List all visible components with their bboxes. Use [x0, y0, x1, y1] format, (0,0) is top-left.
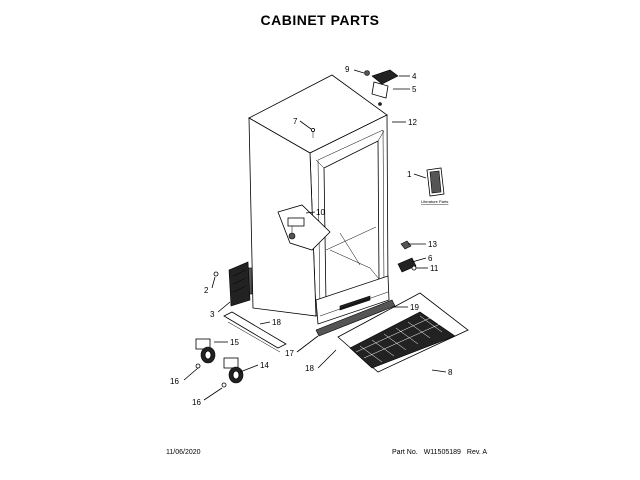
literature-parts: Literature Parts: [421, 167, 448, 204]
callout-17: 17: [285, 349, 294, 358]
callout-13: 13: [428, 240, 437, 249]
callout-16-upper: 16: [170, 377, 179, 386]
screw-7: [310, 127, 315, 138]
callout-8: 8: [448, 368, 453, 377]
footer-revision: Rev. A: [466, 449, 488, 456]
caster-14: [221, 357, 244, 388]
callout-3: 3: [210, 310, 215, 319]
caster-15: [195, 338, 216, 369]
callout-19: 18: [272, 318, 281, 327]
callout-14: 14: [260, 361, 269, 370]
page-title: CABINET PARTS: [260, 12, 380, 28]
footer-part-label: Part No.: [392, 449, 418, 456]
hardware-right: [397, 240, 417, 273]
callout-20: 19: [410, 303, 419, 312]
callout-4: 4: [412, 72, 417, 81]
leader-lines: [183, 69, 447, 401]
callout-7: 7: [293, 117, 298, 126]
footer-part-number: W11505189: [423, 449, 461, 456]
callout-11: 11: [430, 264, 439, 273]
footer-date: 11/06/2020: [166, 449, 201, 456]
callout-12: 12: [408, 118, 417, 127]
callout-16-lower: 16: [192, 398, 201, 407]
left-hardware: [213, 261, 251, 307]
top-hinge: [364, 69, 399, 106]
callout-9: 9: [345, 65, 350, 74]
cabinet: [243, 74, 390, 325]
callout-18: 18: [305, 364, 314, 373]
callout-6: 6: [428, 254, 433, 263]
base-grille: [337, 292, 469, 373]
callout-10: 10: [316, 208, 325, 217]
callout-1: 1: [407, 170, 412, 179]
callout-labels: 9 4 5 7 12 1 10 13 6 11 19 2 3 18 15 14 …: [170, 65, 453, 407]
callout-5: 5: [412, 85, 417, 94]
callout-15: 15: [230, 338, 239, 347]
callout-2: 2: [204, 286, 209, 295]
footer-part-info: Part No. W11505189 Rev. A: [392, 449, 493, 456]
lower-hinge: [287, 217, 305, 240]
base-rail: [223, 311, 287, 353]
literature-label: Literature Parts: [421, 199, 448, 204]
